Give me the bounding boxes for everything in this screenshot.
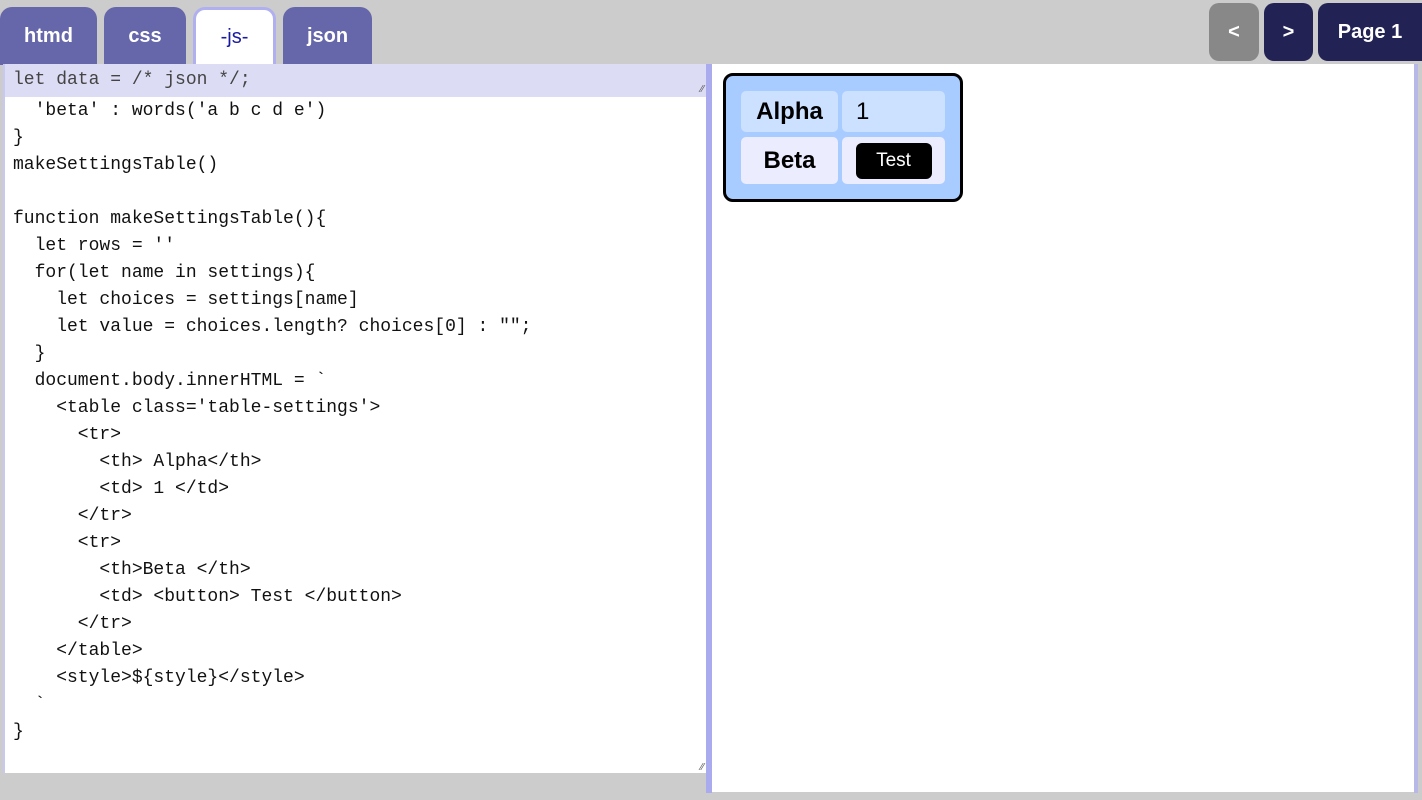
editor-header-line[interactable]: let data = /* json */; (5, 64, 706, 97)
code-editor[interactable]: let data = /* json */; ⁄⁄ 'beta' : words… (3, 64, 706, 773)
tab-htmd[interactable]: htmd (0, 7, 97, 65)
code-textarea[interactable]: 'beta' : words('a b c d e') } makeSettin… (13, 101, 532, 742)
alpha-value: 1 (842, 91, 945, 132)
resize-grip-icon[interactable]: ⁄⁄ (700, 762, 704, 773)
tab-css[interactable]: css (104, 7, 186, 65)
tab-json[interactable]: json (283, 7, 372, 65)
test-button[interactable]: Test (855, 142, 932, 179)
tab-js[interactable]: -js- (193, 7, 276, 65)
beta-value: Test (842, 137, 945, 184)
resize-grip-icon[interactable]: ⁄⁄ (700, 84, 704, 95)
page-indicator[interactable]: Page 1 (1318, 3, 1422, 61)
prev-page-button[interactable]: < (1209, 3, 1259, 61)
preview-pane: Alpha 1 Beta Test (712, 64, 1414, 792)
preview-border (1414, 64, 1418, 793)
next-page-button[interactable]: > (1264, 3, 1313, 61)
beta-label: Beta (741, 137, 838, 184)
alpha-label: Alpha (741, 91, 838, 132)
pane-divider[interactable] (706, 64, 712, 793)
settings-table: Alpha 1 Beta Test (723, 73, 963, 202)
